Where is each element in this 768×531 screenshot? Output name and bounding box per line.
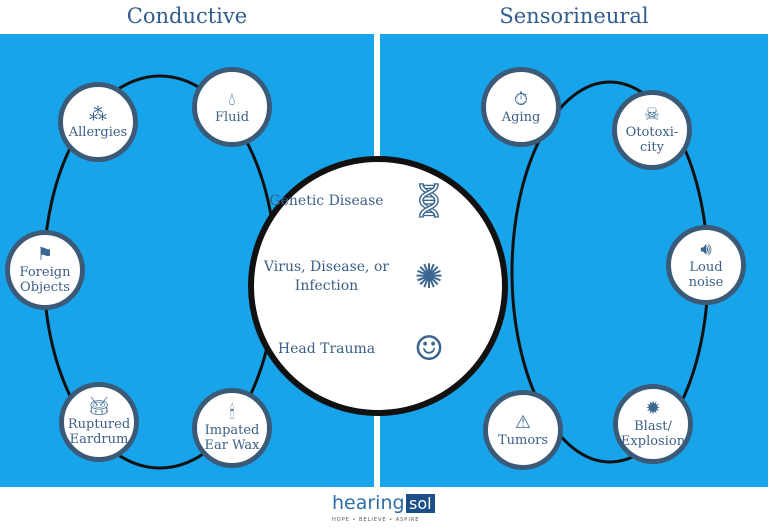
conductive-title: Conductive [126,4,248,28]
cause-head-trauma: Head Trauma ☺ [254,329,502,369]
virus-icon: ✺ [414,256,444,297]
stopwatch-icon: ⏱︎ [513,88,529,110]
hearingsol-logo: hearing sol HOPE • BELIEVE • ASPIRE [332,492,442,528]
node-aging: ⏱︎ Aging [481,67,561,147]
cause-label: Head Trauma [277,341,376,357]
sensorineural-title: Sensorineural [499,4,649,28]
explosion-icon: ✹ [645,398,661,419]
speaker-icon: 🔊︎ [700,239,712,260]
node-label: Ototoxi-city [625,125,679,155]
head-trauma-icon: ☺ [413,329,445,369]
logo-tagline: HOPE • BELIEVE • ASPIRE [332,517,420,523]
node-label: Blast/ Explosion [620,419,686,449]
node-label: Foreign Objects [19,265,71,295]
shared-causes-circle: Genetic Disease 🧬︎ Virus, Disease, or In… [248,156,508,416]
node-loud-noise: 🔊︎ Loud noise [666,225,746,305]
node-label: Fluid [214,109,250,125]
node-ruptured-eardrum: 🥁︎ Ruptured Eardrum [59,382,139,462]
skull-crossbones-icon: ☠ [643,104,661,125]
warning-icon: ⚠ [514,411,532,433]
node-fluid: 💧︎ Fluid [192,67,272,147]
logo-word-box: sol [406,494,435,513]
drum-icon: 🥁︎ [87,396,111,417]
cause-virus: Virus, Disease, or Infection ✺ [254,258,502,296]
node-label: Ruptured Eardrum [67,417,131,447]
logo-word: hearing [332,492,405,514]
node-label: Aging [501,109,541,125]
node-blast-explosion: ✹ Blast/ Explosion [613,384,693,464]
node-impacted-ear-wax: 🕯︎ Impated Ear Wax [192,388,272,468]
node-tumors: ⚠ Tumors [483,390,563,470]
node-allergies: ⁂ Allergies [58,82,138,162]
node-foreign-objects: ⚑ Foreign Objects [5,230,85,310]
cause-label: Virus, Disease, or Infection [263,259,390,294]
node-label: Loud noise [688,260,724,290]
node-ototoxicity: ☠ Ototoxi-city [612,90,692,170]
cause-genetic: Genetic Disease 🧬︎ [254,181,502,221]
node-label: Allergies [68,124,128,140]
nose-allergy-icon: ⁂ [89,103,107,125]
node-label: Tumors [497,432,549,448]
candle-icon: 🕯︎ [229,402,235,423]
node-label: Impated Ear Wax [204,423,260,453]
cause-label: Genetic Disease [269,193,384,209]
water-drop-icon: 💧︎ [228,88,236,110]
barrier-icon: ⚑ [36,244,54,265]
dna-icon: 🧬︎ [407,181,451,221]
